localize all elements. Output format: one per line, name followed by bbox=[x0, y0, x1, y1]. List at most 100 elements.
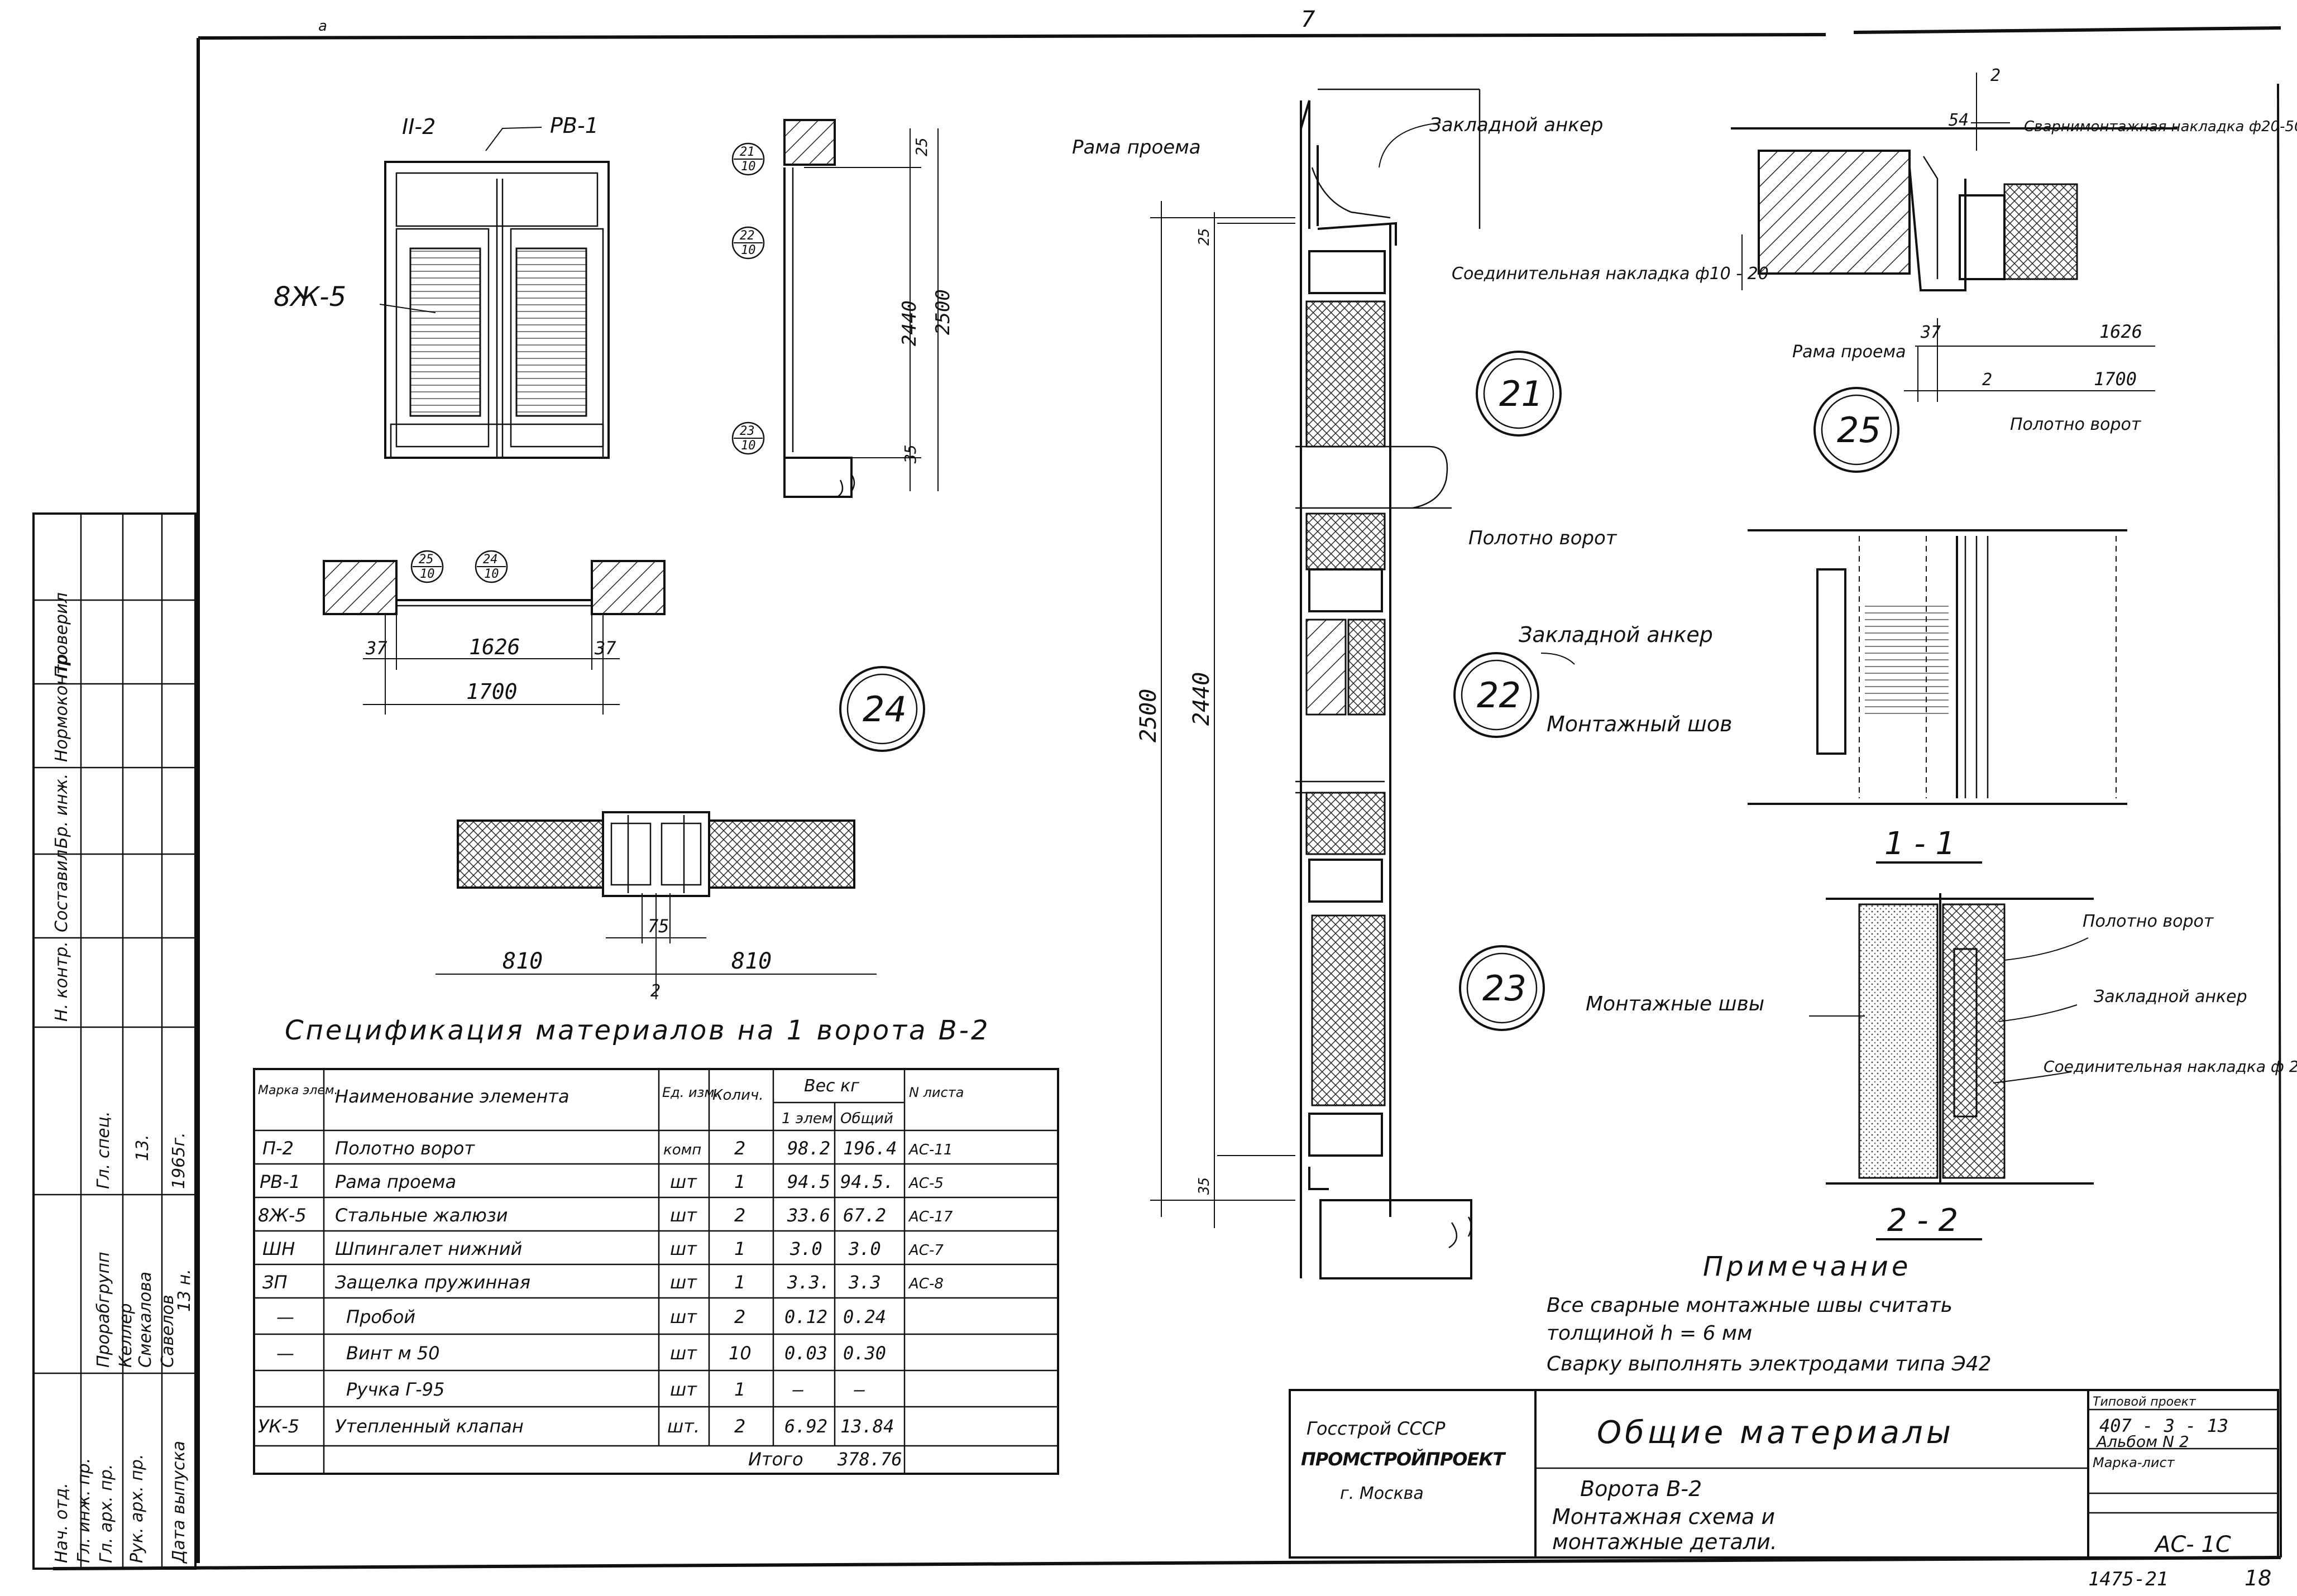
cell-mark: УК-5 bbox=[258, 1416, 299, 1437]
album: Альбом N 2 bbox=[2095, 1432, 2189, 1451]
plan-dim: 37 bbox=[594, 638, 616, 659]
spec-total-value: 378.76 bbox=[837, 1449, 902, 1470]
cell-qty: 1 bbox=[734, 1272, 745, 1293]
cell-qty: 2 bbox=[734, 1205, 745, 1226]
strip-label: Гл. арх. пр. bbox=[97, 1464, 116, 1563]
sheet-frame bbox=[52, 26, 2282, 1570]
marker-bottom: 10 bbox=[484, 567, 499, 581]
label-anchor: Закладной анкер bbox=[1519, 622, 1713, 647]
sheet-label: Марка-лист bbox=[2093, 1455, 2175, 1470]
elevation-side-section: 25 2440 2500 35 bbox=[783, 119, 954, 498]
note-line: толщиной h = 6 мм bbox=[1547, 1322, 1752, 1345]
spec-header-sheet: N листа bbox=[909, 1085, 964, 1100]
label-plate: Соединительная накладка ф10 - 20 bbox=[1452, 264, 1769, 284]
note-title: Примечание bbox=[1703, 1251, 1911, 1282]
label-weld-plate: Сварнимонтажная накладка ф20-50 bbox=[2024, 118, 2297, 135]
project-label: Типовой проект bbox=[2093, 1395, 2196, 1409]
strip-label: Прорабгрупп bbox=[94, 1252, 113, 1368]
cell-qty: 2 bbox=[734, 1416, 745, 1437]
cell-per: 3.0 bbox=[789, 1238, 822, 1259]
elevation-mark: II-2 bbox=[402, 114, 436, 139]
label-leaf: Полотно ворот bbox=[2083, 912, 2214, 931]
cell-name: Стальные жалюзи bbox=[335, 1205, 508, 1226]
strip-label: Рук. арх. пр. bbox=[127, 1454, 147, 1563]
cell-total: — bbox=[854, 1379, 865, 1400]
sub-title: Монтажная схема и bbox=[1552, 1504, 1775, 1529]
callout-22: 22 bbox=[1453, 652, 1539, 738]
cell-unit: шт bbox=[670, 1343, 697, 1364]
cell-unit: шт bbox=[670, 1272, 697, 1293]
cell-qty: 1 bbox=[734, 1379, 745, 1400]
cell-mark: П-2 bbox=[262, 1138, 294, 1159]
d25-dim: 2 bbox=[1990, 66, 2001, 85]
strip-label: Нач. отд. bbox=[52, 1483, 71, 1563]
strip-label: 13 н. bbox=[175, 1269, 194, 1312]
section-2-2: 2 - 2 bbox=[1809, 893, 2094, 1240]
plan-dim: 1626 bbox=[469, 635, 520, 659]
label-leaf: Полотно ворот bbox=[2010, 415, 2142, 434]
detail-column: 25 2500 2440 35 bbox=[1136, 88, 1481, 1279]
cell-total: 13.84 bbox=[840, 1416, 894, 1437]
d25-dim: 37 bbox=[1920, 323, 1941, 342]
detail22-labels: Закладной анкер Монтажный шов bbox=[1519, 622, 1733, 736]
main-title: Общие материалы bbox=[1597, 1415, 1954, 1451]
marker-bottom: 10 bbox=[420, 567, 435, 581]
cell-unit: шт. bbox=[667, 1416, 700, 1437]
elev-dim: 35 bbox=[901, 444, 920, 464]
cell-total: 0.24 bbox=[843, 1306, 886, 1327]
cell-total: 196.4 bbox=[843, 1138, 897, 1159]
plate-text: Соединительная накладка ф10 - 20 bbox=[1452, 264, 1769, 284]
cell-per: 33.6 bbox=[787, 1205, 830, 1226]
note-line: Все сварные монтажные швы считать bbox=[1547, 1294, 1953, 1317]
cell-mark: 8Ж-5 bbox=[258, 1205, 307, 1226]
cell-name: Утепленный клапан bbox=[335, 1416, 524, 1437]
sheet-code: АС- 1С bbox=[2154, 1532, 2231, 1557]
cell-qty: 2 bbox=[734, 1306, 745, 1327]
label-frame: Рама проема bbox=[1072, 136, 1201, 159]
strip-label: Составил bbox=[52, 850, 71, 932]
cell-mark: ЗП bbox=[262, 1272, 288, 1293]
spec-table bbox=[253, 1068, 1059, 1475]
callout-number: 22 bbox=[1477, 675, 1521, 716]
spec-header-name: Наименование элемента bbox=[335, 1086, 570, 1107]
marker-top: 25 bbox=[419, 553, 434, 567]
spec-header-per: 1 элем bbox=[782, 1110, 832, 1127]
strip-label: Н. контр. bbox=[52, 941, 71, 1022]
page-number: 18 bbox=[2245, 1566, 2271, 1590]
detail21-labels: Рама проема Закладной анкер Соединительн… bbox=[1072, 114, 1769, 549]
panel-mark: 2 bbox=[650, 981, 661, 1001]
callout-23: 23 bbox=[1459, 945, 1545, 1031]
sub-title: монтажные детали. bbox=[1552, 1530, 1777, 1554]
spec-header-weight: Вес кг bbox=[804, 1076, 859, 1096]
note: Примечание Все сварные монтажные швы счи… bbox=[1547, 1251, 1992, 1375]
cell-qty: 10 bbox=[729, 1343, 752, 1364]
spec-header-mark: Марка элем. bbox=[258, 1084, 338, 1097]
d25-dim: 1626 bbox=[2099, 321, 2142, 342]
cell-name: Защелка пружинная bbox=[335, 1272, 530, 1293]
plan-view: 37 1626 37 1700 25 10 24 10 bbox=[323, 550, 666, 715]
panel-dim: 810 bbox=[731, 948, 772, 974]
cell-total: 3.3 bbox=[848, 1272, 881, 1293]
callout-24: 24 bbox=[839, 666, 925, 752]
panel-joint-section: 810 75 810 2 bbox=[436, 811, 877, 1001]
org-city: г. Москва bbox=[1340, 1484, 1424, 1503]
d21-dim: 2500 bbox=[1136, 689, 1161, 742]
louver-label: 8Ж-5 bbox=[274, 281, 346, 313]
d21-dim: 35 bbox=[1196, 1177, 1213, 1195]
strip-label: Гл. спец. bbox=[94, 1111, 113, 1189]
cell-total: 94.5. bbox=[840, 1171, 894, 1192]
spec-header-total: Общий bbox=[840, 1110, 893, 1127]
cell-sheet: АС-11 bbox=[908, 1142, 953, 1158]
callout-number: 21 bbox=[1499, 373, 1543, 414]
detail-25: 2 54 37 1626 1700 2 bbox=[1731, 66, 2178, 402]
section-title: 1 - 1 bbox=[1884, 826, 1955, 862]
elevation-top-label: РВ-1 bbox=[550, 113, 599, 138]
spec-headers: Марка элем. Наименование элемента Ед. из… bbox=[258, 1076, 964, 1127]
callout-number: 24 bbox=[863, 689, 907, 730]
label-leaf: Полотно ворот bbox=[1468, 527, 1618, 549]
org-name: Госстрой СССР bbox=[1307, 1418, 1446, 1439]
callout-25: 25 bbox=[1813, 387, 1899, 473]
marker-top: 21 bbox=[740, 145, 755, 159]
top-mark-a: a bbox=[318, 18, 327, 35]
spec-header-unit: Ед. изм. bbox=[662, 1085, 719, 1100]
